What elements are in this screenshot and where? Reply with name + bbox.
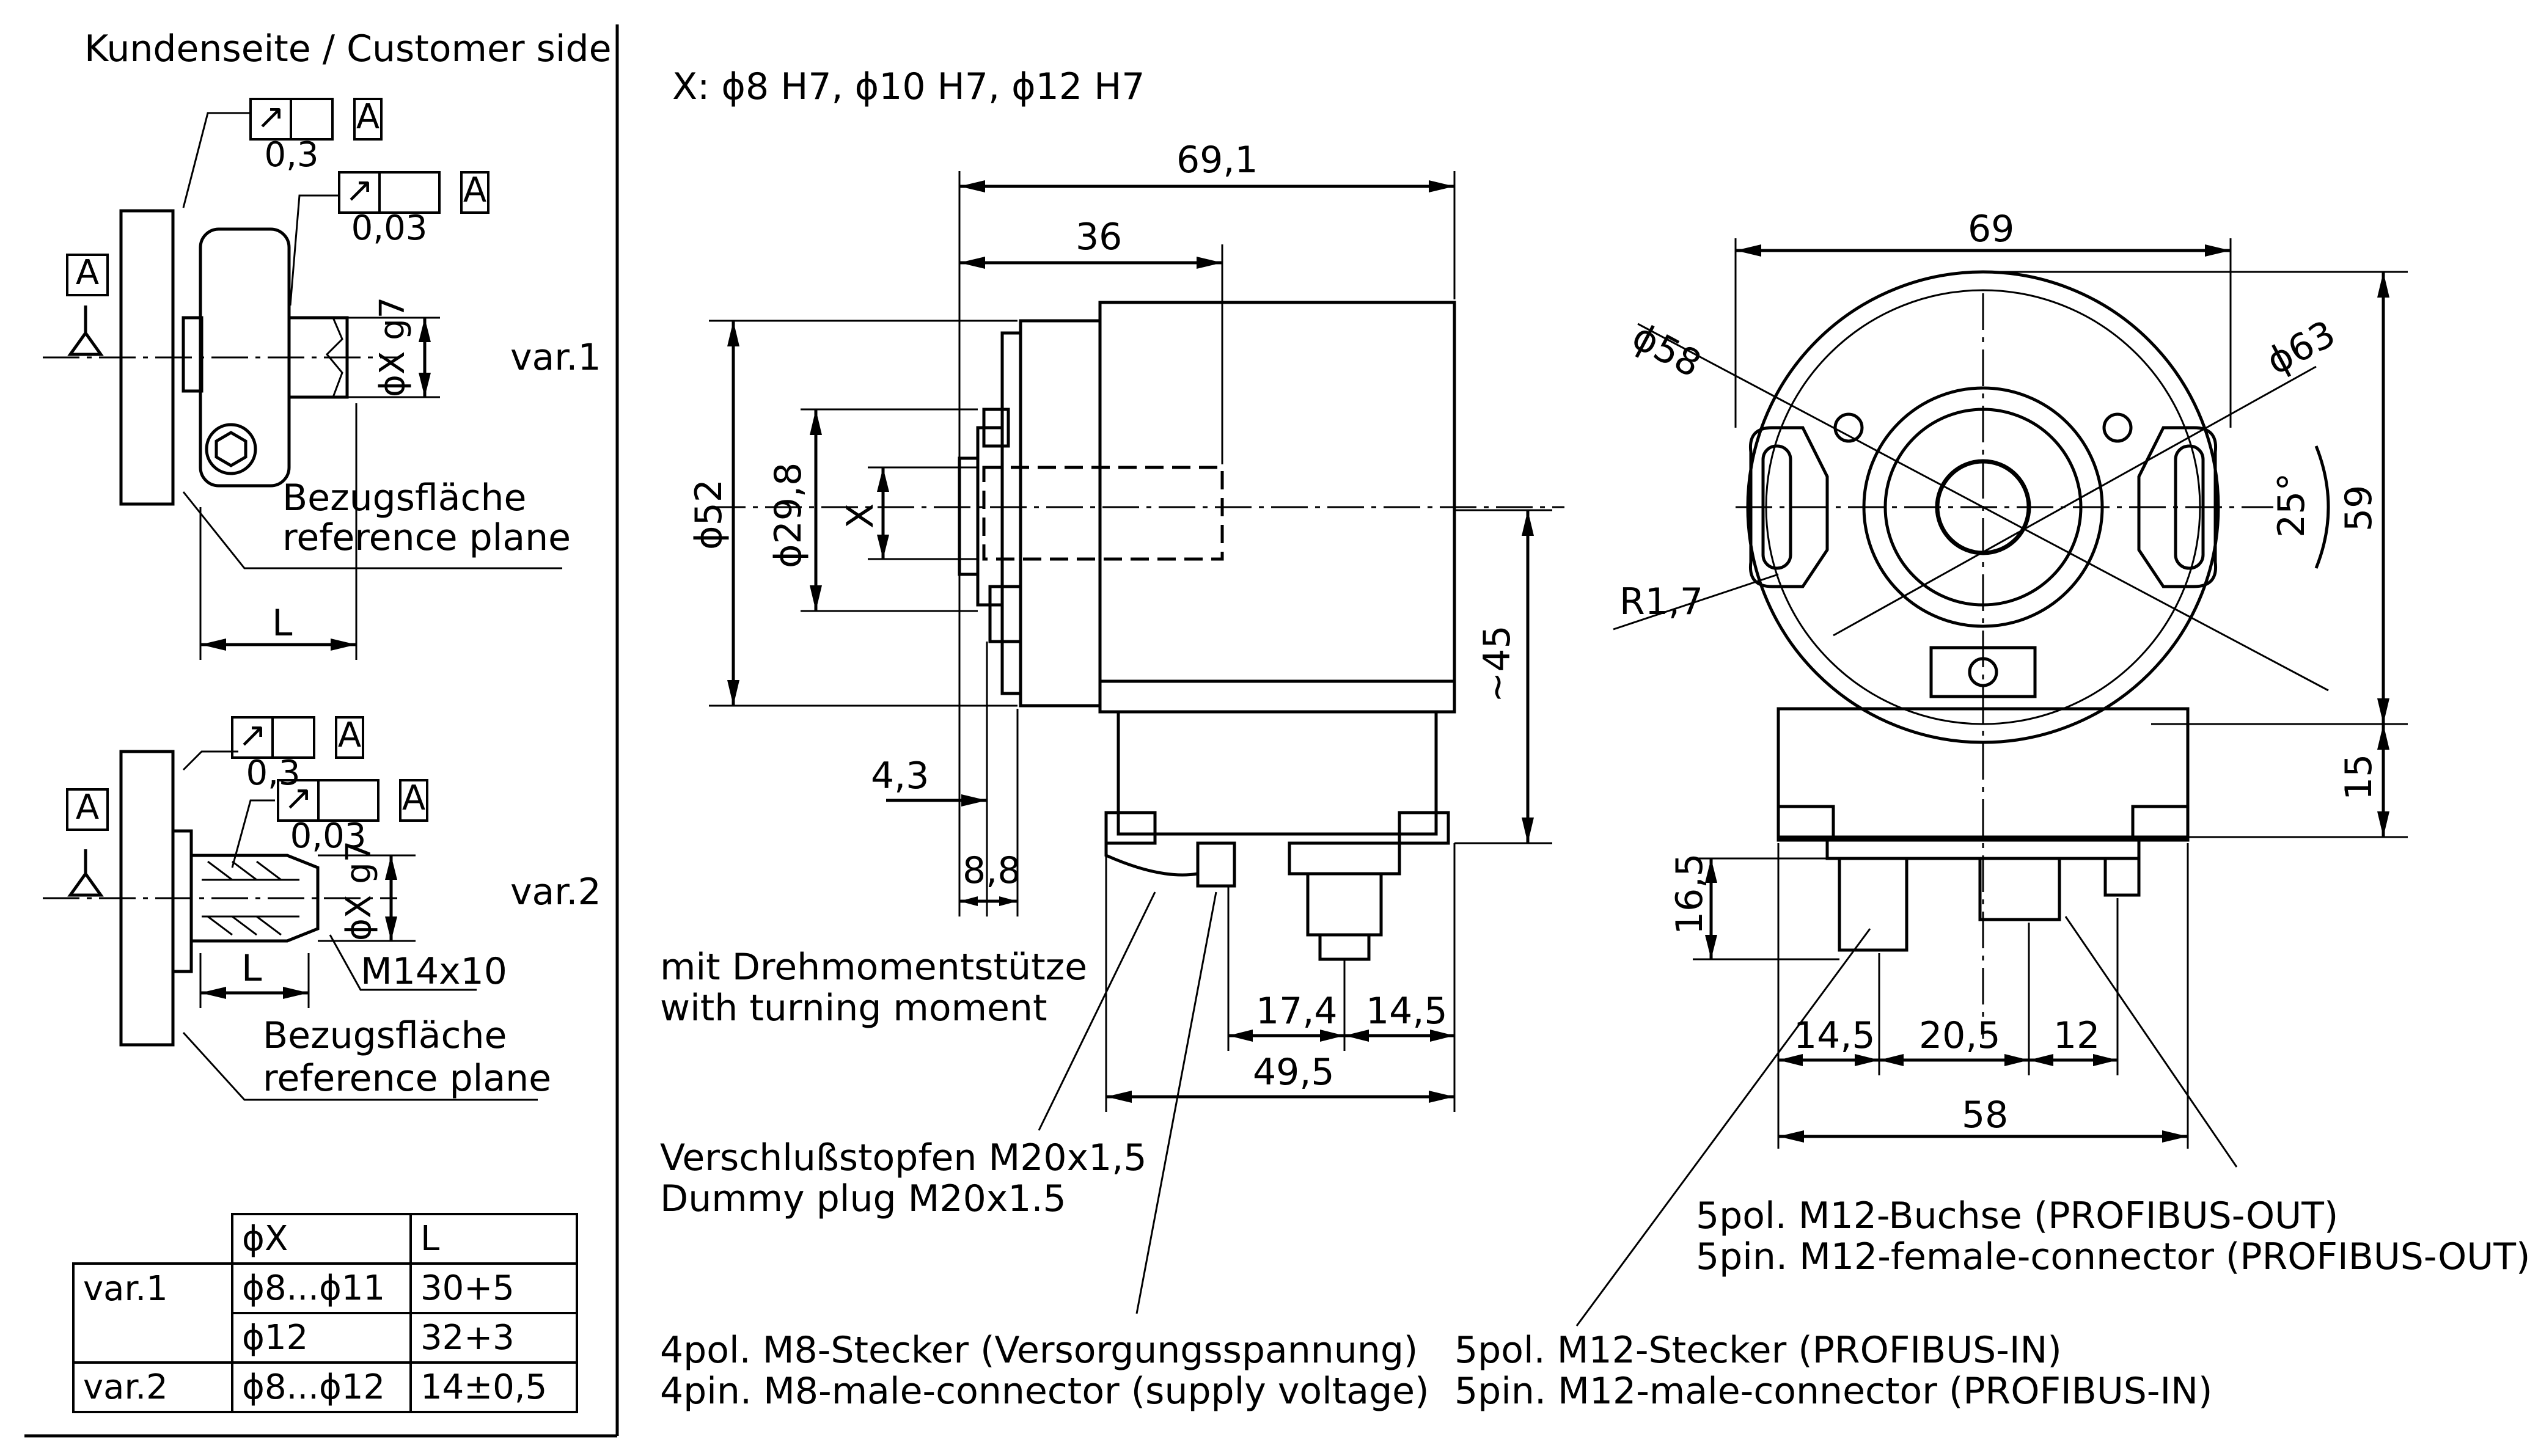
var1-label: var.1 <box>510 336 601 379</box>
dim-20-5: 20,5 <box>1919 1014 2001 1057</box>
table-row: ϕ12 32+3 <box>72 1312 578 1364</box>
table-header-dia: ϕX <box>231 1213 412 1265</box>
dim-height-59: 59 <box>2338 485 2380 532</box>
dim-width-69: 69 <box>1968 208 2015 251</box>
front-view-drawing <box>1575 238 2408 1326</box>
dim-approx-45: ~45 <box>1476 625 1519 703</box>
dim-14-5-front: 14,5 <box>1794 1014 1876 1057</box>
var1-dia-label: ϕX g7 <box>373 296 413 397</box>
table-cell: var.2 <box>72 1361 233 1413</box>
dim-49-5: 49,5 <box>1253 1051 1335 1094</box>
var2-runout-tol-frame: ↗ 0,3 <box>231 716 315 791</box>
var2-dia-label: ϕX g7 <box>339 840 379 941</box>
m12-out-connector-en: 5pin. M12-female-connector (PROFIBUS-OUT… <box>1696 1235 2530 1278</box>
m12-in-connector-en: 5pin. M12-male-connector (PROFIBUS-IN) <box>1454 1370 2213 1413</box>
dim-overall-length: 69,1 <box>1176 139 1258 181</box>
side-view-drawing <box>709 171 1564 1314</box>
table-cell: 30+5 <box>409 1262 578 1314</box>
var2-ref-plane-de: Bezugsfläche <box>263 1014 507 1057</box>
dim-12: 12 <box>2053 1014 2100 1057</box>
m12-in-connector-de: 5pol. M12-Stecker (PROFIBUS-IN) <box>1454 1329 2062 1372</box>
var2-datum-box: A <box>66 788 109 831</box>
var2-runout2-tol-frame: ↗ 0,03 <box>277 779 380 854</box>
var2-runout2-tol-value: 0,03 <box>290 816 367 856</box>
var2-length-label: L <box>241 947 262 990</box>
var1-datum-box: A <box>66 254 109 296</box>
customer-side-heading: Kundenseite / Customer side <box>84 27 612 70</box>
dim-angle-25: 25° <box>2270 472 2313 538</box>
table-cell: ϕ8...ϕ11 <box>231 1262 412 1314</box>
table-cell: ϕ8...ϕ12 <box>231 1361 412 1413</box>
dim-shaft-depth: 36 <box>1076 216 1123 258</box>
dummy-plug-de: Verschlußstopfen M20x1,5 <box>660 1136 1147 1179</box>
var2-thread-label: M14x10 <box>361 950 507 993</box>
m12-out-connector-de: 5pol. M12-Buchse (PROFIBUS-OUT) <box>1696 1194 2339 1237</box>
var1-runout-tol-ref: A <box>353 98 383 141</box>
var2-ref-plane-en: reference plane <box>263 1057 552 1100</box>
dim-dia-52: ϕ52 <box>688 479 730 550</box>
dim-17-4: 17,4 <box>1256 990 1338 1033</box>
dim-dia-29-8: ϕ29,8 <box>767 462 810 568</box>
dim-8-8: 8,8 <box>963 849 1021 892</box>
dim-height-16-5: 16,5 <box>1668 853 1711 935</box>
x-bore-note: X: ϕ8 H7, ϕ10 H7, ϕ12 H7 <box>672 65 1145 108</box>
table-cell <box>72 1313 233 1364</box>
dim-58: 58 <box>1962 1094 2009 1136</box>
technical-drawing <box>24 24 2408 1438</box>
dim-r-1-7: R1,7 <box>1619 580 1704 623</box>
var1-ref-plane-de: Bezugsfläche <box>282 477 527 519</box>
table-row: var.2 ϕ8...ϕ12 14±0,5 <box>72 1361 578 1413</box>
var2-label: var.2 <box>510 871 601 913</box>
table-row: ϕX L <box>73 1213 578 1265</box>
table-cell: var.1 <box>72 1262 233 1313</box>
var1-shaft-drawing <box>43 112 562 660</box>
var1-ref-plane-en: reference plane <box>282 516 571 559</box>
table-header-length: L <box>409 1213 578 1265</box>
var1-runout-tol-frame: ↗ 0,3 <box>249 98 334 172</box>
dim-height-15: 15 <box>2338 753 2380 800</box>
var1-length-label: L <box>272 602 293 645</box>
dim-4-3: 4,3 <box>871 755 930 797</box>
var1-runout2-tol-value: 0,03 <box>351 208 428 248</box>
var1-runout2-tol-ref: A <box>460 171 490 214</box>
var2-runout2-tol-ref: A <box>399 779 428 822</box>
m8-connector-de: 4pol. M8-Stecker (Versorgungsspannung) <box>660 1329 1418 1372</box>
m8-connector-en: 4pin. M8-male-connector (supply voltage) <box>660 1370 1429 1413</box>
var2-runout-tol-value: 0,3 <box>246 753 301 793</box>
var2-runout-tol-ref: A <box>335 716 364 759</box>
dummy-plug-en: Dummy plug M20x1.5 <box>660 1177 1066 1220</box>
table-cell: ϕ12 <box>231 1312 412 1364</box>
var1-runout2-tol-frame: ↗ 0,03 <box>338 171 441 246</box>
var2-shaft-drawing <box>43 750 538 1101</box>
dim-x: X <box>839 503 882 529</box>
table-row: var.1 ϕ8...ϕ11 30+5 <box>72 1262 578 1314</box>
dim-14-5-side: 14,5 <box>1366 990 1448 1033</box>
table-cell <box>73 1214 233 1265</box>
torque-note-de: mit Drehmomentstütze <box>660 946 1088 989</box>
torque-note-en: with turning moment <box>660 987 1047 1030</box>
variant-spec-table: ϕX L var.1 ϕ8...ϕ11 30+5 ϕ12 32+3 var.2 … <box>72 1213 578 1413</box>
table-cell: 14±0,5 <box>409 1361 578 1413</box>
var1-runout-tol-value: 0,3 <box>264 135 319 175</box>
table-cell: 32+3 <box>409 1312 578 1364</box>
